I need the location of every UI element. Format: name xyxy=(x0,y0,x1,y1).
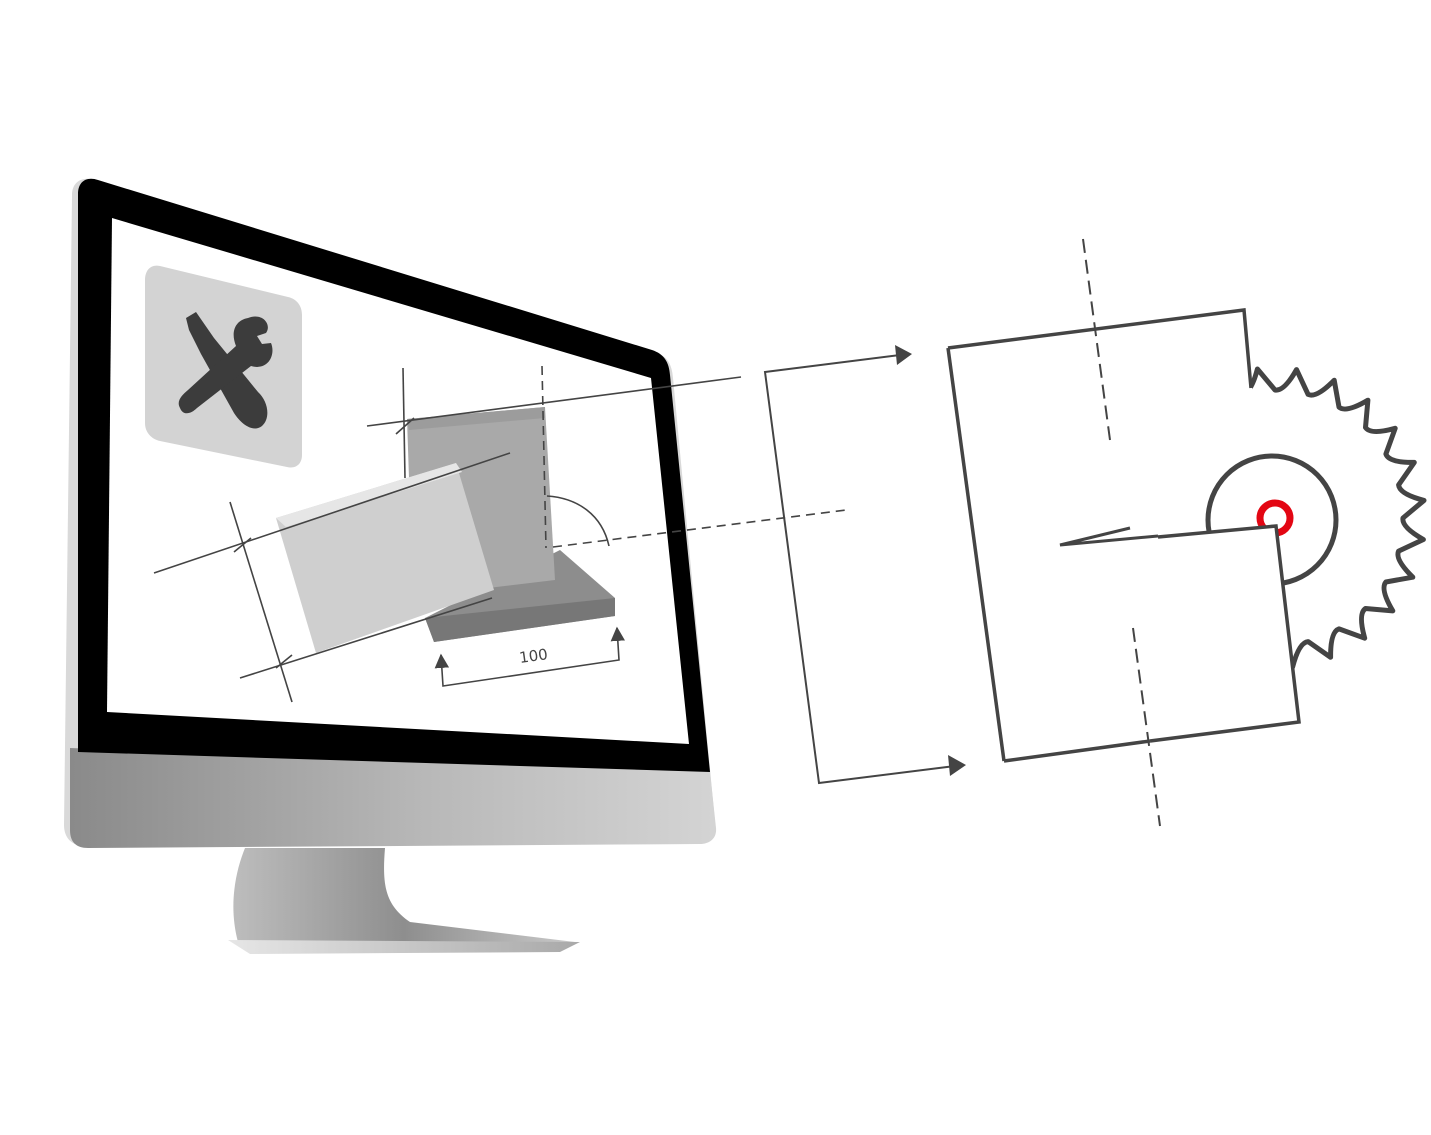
transfer-bracket xyxy=(763,353,964,785)
workpiece-panel xyxy=(946,238,1301,827)
dimension-label: 100 xyxy=(518,645,549,667)
arrow-top xyxy=(895,345,912,365)
cad-sketch: 100 xyxy=(153,365,847,703)
monitor-stand xyxy=(228,848,580,954)
wrench-screwdriver-icon xyxy=(178,312,273,429)
monitor-chin xyxy=(70,748,717,848)
arrow-bottom xyxy=(948,755,966,776)
tool-settings-tile xyxy=(145,265,302,468)
cut-piece xyxy=(1149,524,1301,743)
transfer-arrows xyxy=(763,345,966,785)
